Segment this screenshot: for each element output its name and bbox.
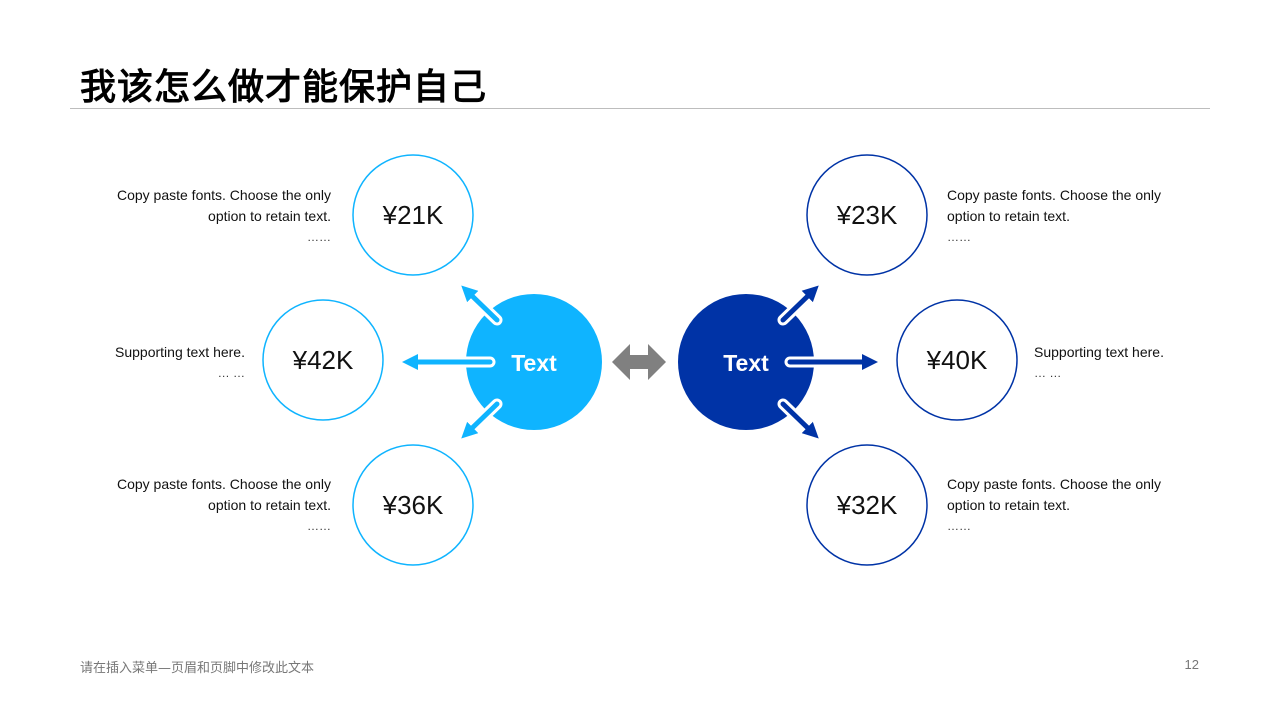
right-arrow-up [777, 285, 819, 326]
desc-bottom-left: Copy paste fonts. Choose the only option… [80, 474, 331, 537]
left-hub-label: Text [511, 350, 557, 376]
page-title: 我该怎么做才能保护自己 [80, 67, 488, 108]
right-hub-label: Text [723, 350, 769, 376]
left-hub-circle [466, 294, 602, 430]
title-divider [70, 108, 1210, 109]
desc-line: Supporting text here. [1034, 344, 1164, 360]
value-bottom-left: ¥36K [382, 490, 444, 520]
value-mid-right: ¥40K [926, 345, 988, 375]
desc-line: option to retain text. [208, 208, 331, 224]
right-arrow-down [777, 398, 819, 439]
value-circle-mid-right [896, 299, 1018, 421]
desc-line: option to retain text. [947, 497, 1070, 513]
desc-ellipsis: …… [947, 519, 971, 533]
desc-line: option to retain text. [208, 497, 331, 513]
value-circle-bottom-right [806, 444, 928, 566]
desc-bottom-right: Copy paste fonts. Choose the only option… [947, 474, 1207, 537]
desc-line: Copy paste fonts. Choose the only [116, 476, 331, 492]
desc-line: Copy paste fonts. Choose the only [116, 187, 331, 203]
value-bottom-right: ¥32K [836, 490, 898, 520]
right-hub-circle [678, 294, 814, 430]
value-circle-mid-left [262, 299, 384, 421]
desc-top-left: Copy paste fonts. Choose the only option… [80, 185, 331, 248]
value-circle-bottom-left [352, 444, 474, 566]
value-top-right: ¥23K [836, 200, 898, 230]
desc-ellipsis: …… [307, 519, 331, 533]
left-arrow-down [461, 398, 503, 439]
left-arrow-up [461, 285, 503, 326]
desc-ellipsis: … … [217, 366, 245, 380]
desc-mid-left: Supporting text here. … … [80, 342, 245, 384]
desc-line: option to retain text. [947, 208, 1070, 224]
value-mid-left: ¥42K [292, 345, 354, 375]
footer-text: 请在插入菜单—页眉和页脚中修改此文本 [80, 661, 315, 676]
desc-line: Supporting text here. [115, 344, 245, 360]
desc-ellipsis: …… [307, 230, 331, 244]
desc-line: Copy paste fonts. Choose the only [947, 187, 1162, 203]
desc-ellipsis: …… [947, 230, 971, 244]
double-arrow-icon [612, 344, 666, 380]
value-top-left: ¥21K [382, 200, 444, 230]
desc-top-right: Copy paste fonts. Choose the only option… [947, 185, 1207, 248]
value-circle-top-right [806, 154, 928, 276]
desc-ellipsis: … … [1034, 366, 1062, 380]
page-number: 12 [1184, 657, 1199, 672]
desc-line: Copy paste fonts. Choose the only [947, 476, 1162, 492]
value-circle-top-left [352, 154, 474, 276]
desc-mid-right: Supporting text here. … … [1034, 342, 1214, 384]
